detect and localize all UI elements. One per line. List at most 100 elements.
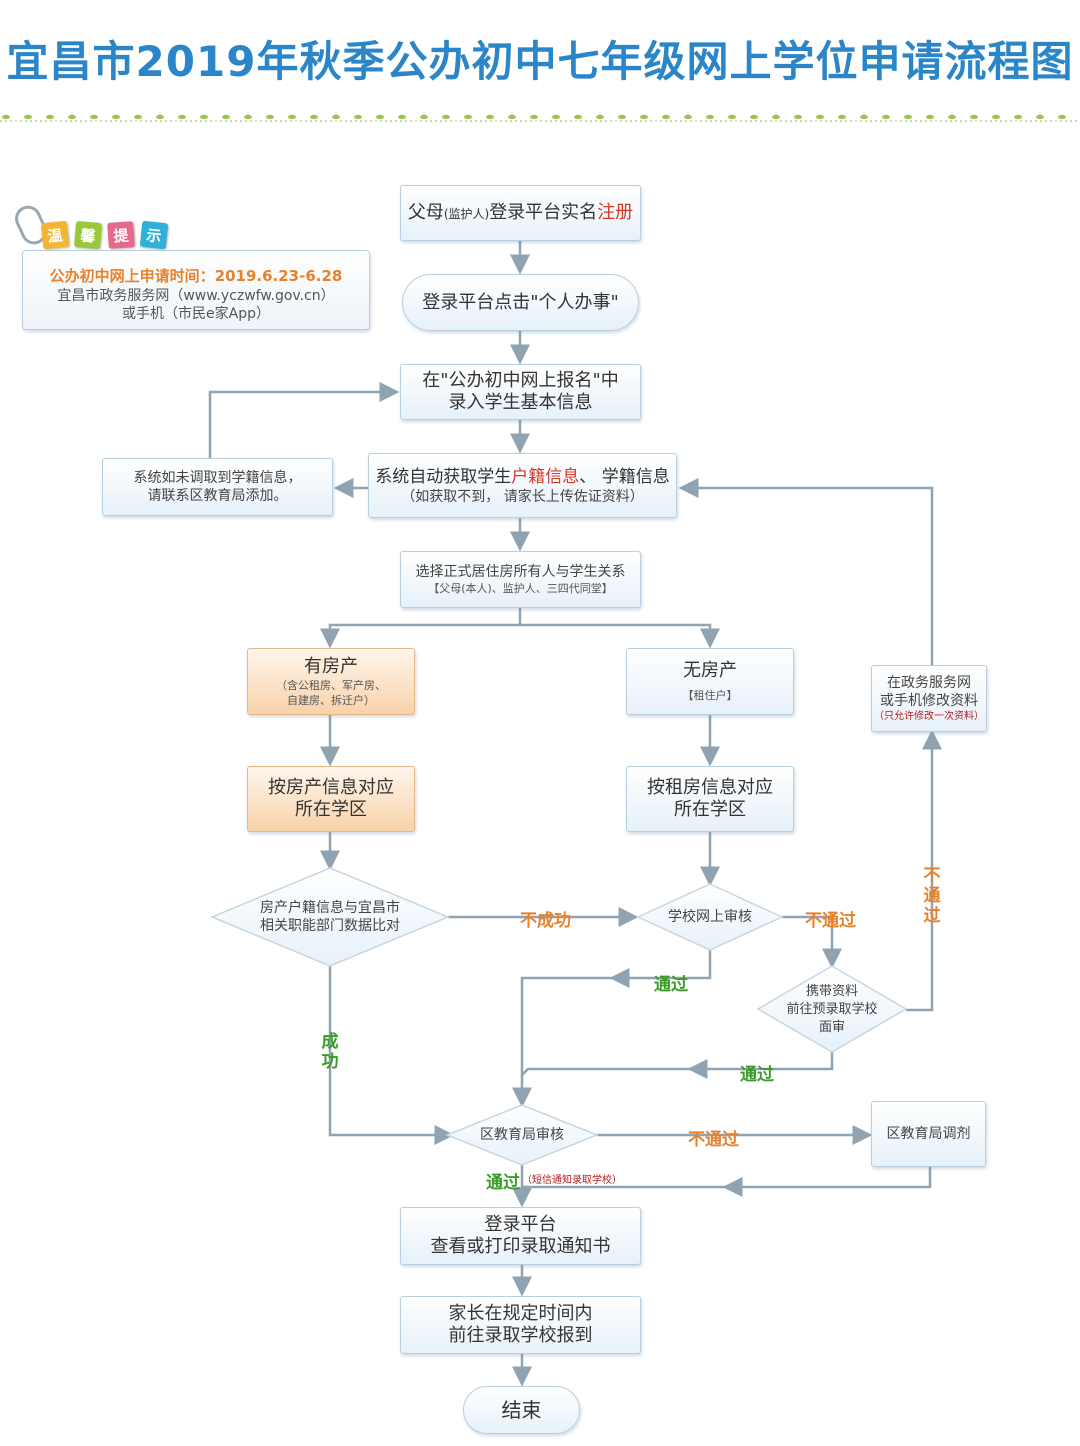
leaf-icon [684, 114, 692, 120]
leaf-icon [156, 114, 164, 120]
tip-website: 宜昌市政务服务网（www.yczwfw.gov.cn） [57, 288, 335, 304]
tip-tag-3: 提 [107, 221, 135, 249]
leaf-icon [816, 114, 824, 120]
vine-divider [0, 114, 1080, 122]
leaf-icon [662, 114, 670, 120]
bureau-review-text: 区教育局审核 [480, 1127, 564, 1143]
diamond-bureau-review [444, 1104, 600, 1166]
print-text-1: 登录平台 [484, 1214, 557, 1235]
step-renter-zone: 按租房信息对应 所在学区 [626, 766, 794, 832]
owner-sub-1: （含公租房、军产房、 [276, 678, 386, 692]
report-text-1: 家长在规定时间内 [448, 1303, 593, 1324]
modify-text-1: 在政务服务网 [887, 674, 971, 691]
vlabel-char: 不 [923, 866, 941, 886]
compare-text-2: 相关职能部门数据比对 [260, 918, 400, 934]
leaf-icon [420, 114, 428, 120]
step-report: 家长在规定时间内 前往录取学校报到 [400, 1296, 641, 1354]
modify-text-2: 或手机修改资料 [880, 692, 978, 709]
step-print: 登录平台 查看或打印录取通知书 [400, 1207, 641, 1265]
leaf-icon [288, 114, 296, 120]
leaf-icon [200, 114, 208, 120]
leaf-icon [1036, 114, 1044, 120]
report-text-2: 前往录取学校报到 [448, 1325, 593, 1346]
leaf-icon [68, 114, 76, 120]
step-register: 父母(监护人)登录平台实名注册 [400, 185, 641, 241]
adjust-text: 区教育局调剂 [886, 1126, 971, 1142]
leaf-icon [90, 114, 98, 120]
label-success-vertical: 成 功 [320, 1032, 340, 1072]
interview-text-3: 面审 [818, 1020, 845, 1035]
leaf-icon [1058, 114, 1066, 120]
step-owner-zone: 按房产信息对应 所在学区 [247, 766, 415, 832]
leaf-icon [992, 114, 1000, 120]
leaf-icon [376, 114, 384, 120]
label-sms-note: （短信通知录取学校） [522, 1175, 622, 1186]
print-text-2: 查看或打印录取通知书 [430, 1236, 611, 1257]
leaf-icon [244, 114, 252, 120]
label-not-pass-school: 不通过 [805, 911, 856, 931]
owner-zone-2: 所在学区 [295, 799, 367, 820]
tip-card: 公办初中网上申请时间：2019.6.23-6.28 宜昌市政务服务网（www.y… [22, 250, 370, 330]
auto-text-b: 户籍信息 [511, 466, 580, 487]
auto-text-c: 、 学籍信息 [579, 466, 670, 487]
step-no-record: 系统如未调取到学籍信息， 请联系区教育局添加。 [102, 458, 333, 516]
leaf-icon [904, 114, 912, 120]
leaf-icon [882, 114, 890, 120]
leaf-icon [310, 114, 318, 120]
branch-owner: 有房产 （含公租房、军产房、 自建房、拆迁户） [247, 648, 415, 715]
leaf-icon [46, 114, 54, 120]
leaf-icon [1014, 114, 1022, 120]
label-pass-school: 通过 [654, 975, 688, 995]
leaf-icon [266, 114, 274, 120]
interview-text: 携带资料 前往预录取学校 面审 [768, 983, 896, 1037]
label-not-pass-vertical: 不 通 过 [922, 866, 942, 926]
leaf-icon [24, 114, 32, 120]
diamond-school-review [636, 883, 784, 951]
step-modify: 在政务服务网 或手机修改资料 （只允许修改一次资料） [871, 665, 987, 732]
leaf-icon [552, 114, 560, 120]
leaf-icon [486, 114, 494, 120]
leaf-icon [618, 114, 626, 120]
renter-zone-2: 所在学区 [674, 799, 746, 820]
register-text-b: (监护人) [443, 206, 490, 221]
auto-text-a: 系统自动获取学生 [375, 466, 512, 487]
end-text: 结束 [501, 1398, 542, 1422]
leaf-icon [728, 114, 736, 120]
leaf-icon [772, 114, 780, 120]
owner-text: 有房产 [304, 655, 358, 677]
owner-zone-1: 按房产信息对应 [268, 777, 394, 798]
vlabel-char: 通 [923, 886, 941, 906]
diamond-compare [210, 867, 450, 967]
tip-tag-4: 示 [139, 220, 169, 250]
leaf-icon [508, 114, 516, 120]
leaf-icon [530, 114, 538, 120]
tip-tag-1: 温 [40, 220, 70, 250]
vlabel-char: 成 [321, 1032, 339, 1052]
relation-text-2: 【父母(本人)、监护人、三四代同堂】 [428, 582, 613, 595]
leaf-icon [178, 114, 186, 120]
label-pass-interview: 通过 [740, 1065, 774, 1085]
vlabel-char: 功 [321, 1052, 339, 1072]
leaf-icon [640, 114, 648, 120]
leaf-icon [222, 114, 230, 120]
enter-text-2: 录入学生基本信息 [448, 392, 593, 413]
modify-text-3: （只允许修改一次资料） [874, 710, 984, 722]
renter-text: 无房产 [683, 660, 737, 681]
page-title: 宜昌市2019年秋季公办初中七年级网上学位申请流程图 [6, 37, 1074, 86]
leaf-icon [134, 114, 142, 120]
step-enter-info: 在"公办初中网上报名"中 录入学生基本信息 [400, 364, 641, 420]
register-text-a: 父母 [407, 201, 444, 223]
leaf-icon [332, 114, 340, 120]
vlabel-char: 过 [923, 906, 941, 926]
leaf-icon [838, 114, 846, 120]
leaf-icon [112, 114, 120, 120]
enter-text-1: 在"公办初中网上报名"中 [422, 370, 619, 391]
diamond-interview [756, 965, 908, 1053]
step-end: 结束 [463, 1386, 580, 1434]
step-relation: 选择正式居住房所有人与学生关系 【父母(本人)、监护人、三四代同堂】 [400, 551, 641, 608]
relation-text-1: 选择正式居住房所有人与学生关系 [415, 564, 626, 580]
leaf-icon [706, 114, 714, 120]
label-fail: 不成功 [520, 911, 571, 931]
auto-text-2: （如获取不到， 请家长上传佐证资料） [401, 488, 644, 505]
